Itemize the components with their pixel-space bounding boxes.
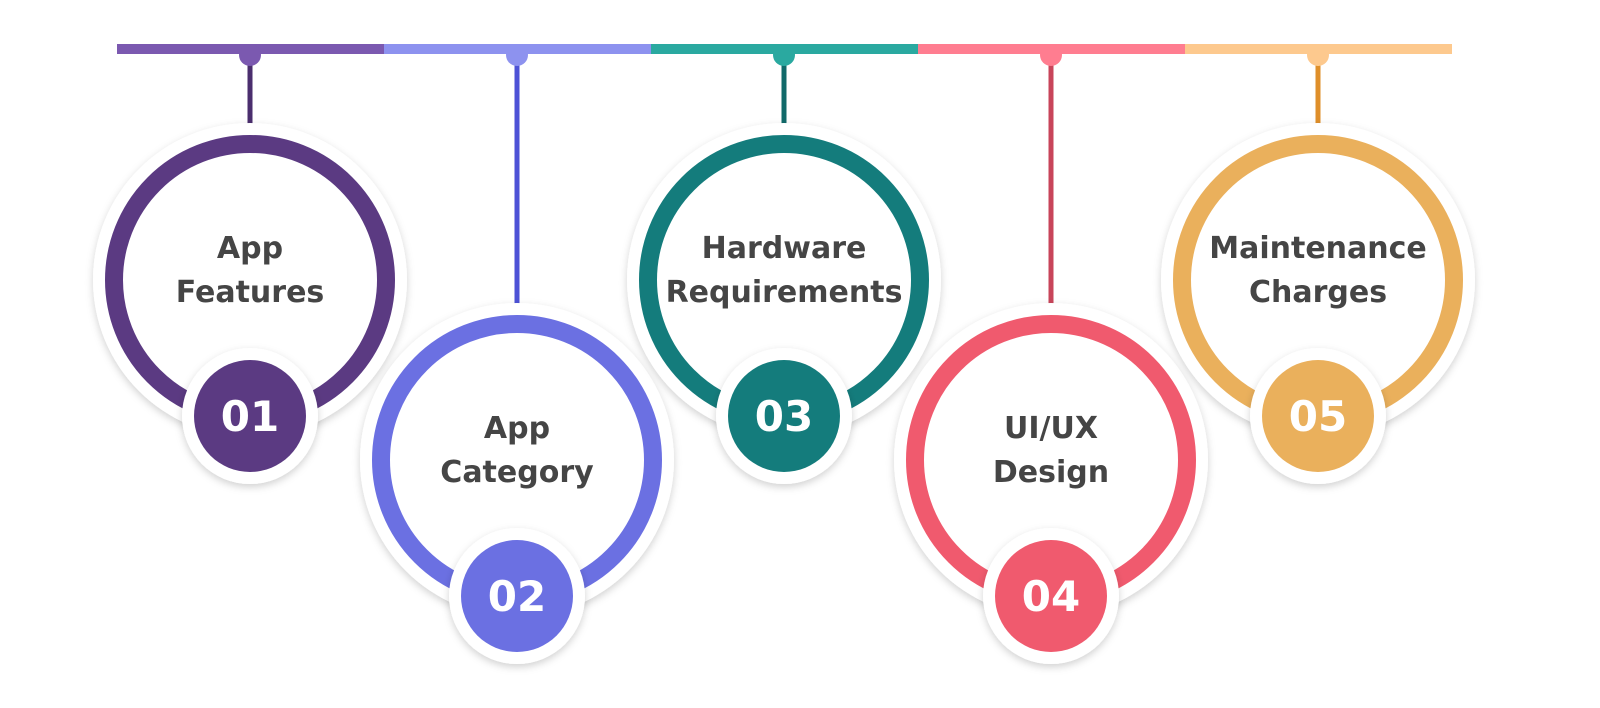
step-number: 04: [1022, 572, 1080, 621]
step-label-line: Requirements: [666, 275, 903, 310]
steps-group: 01AppFeatures02AppCategory03HardwareRequ…: [93, 44, 1475, 664]
number-badge: [461, 540, 573, 652]
number-badge: [995, 540, 1107, 652]
step-number: 05: [1289, 392, 1347, 441]
step-label-line: Design: [993, 455, 1109, 490]
number-badge: [728, 360, 840, 472]
step-04: 04 UI/UX Design: [894, 44, 1208, 664]
connector-node: [506, 44, 528, 66]
connector-node: [1307, 44, 1329, 66]
step-number: 02: [488, 572, 546, 621]
connector-node: [773, 44, 795, 66]
step-label-line: Maintenance: [1209, 231, 1427, 266]
step-number: 03: [755, 392, 813, 441]
step-label-line: Features: [176, 275, 325, 310]
step-number: 01: [221, 392, 279, 441]
number-badge: [194, 360, 306, 472]
number-badge: [1262, 360, 1374, 472]
step-label-line: UI/UX: [1004, 411, 1098, 446]
connector-node: [239, 44, 261, 66]
step-label-line: Category: [440, 455, 594, 490]
connector-node: [1040, 44, 1062, 66]
step-label-line: App: [484, 411, 550, 446]
step-label-line: Charges: [1249, 275, 1387, 310]
step-label-line: Hardware: [702, 231, 867, 266]
step-label-line: App: [217, 231, 283, 266]
